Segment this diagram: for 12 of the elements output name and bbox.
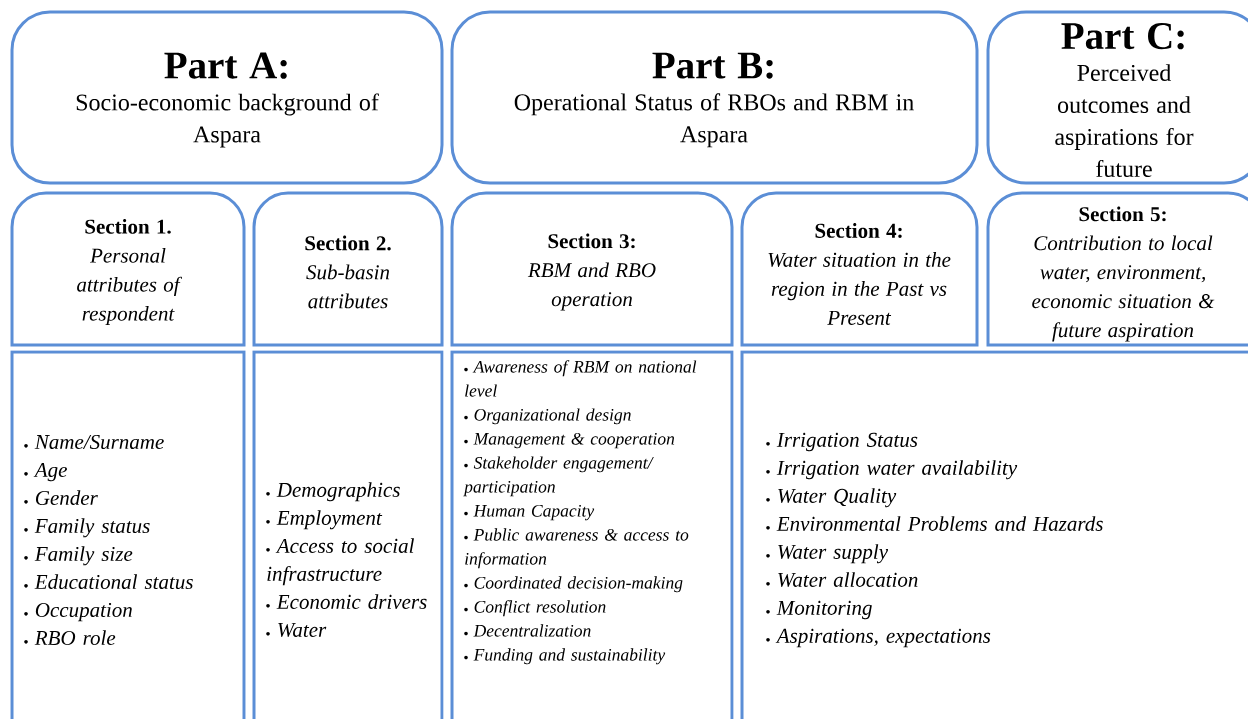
section-box: Section 2. Sub-basin attributes [252, 191, 444, 347]
list-box: Awareness of RBM on national level Organizational design Management & cooperation Stakeholder engagement/ participation Human Capacity Public awareness & access to information Coordinated decision-making Conflict resolution Decentralization Funding and sustainability [450, 350, 734, 719]
list-box: Demographics Employment Access to social infrastructure Economic drivers Water [252, 350, 444, 719]
part-box: Part B: Operational Status of RBOs and RBM in Aspara [450, 10, 979, 185]
section-box: Section 1. Personal attributes of respondent [10, 191, 246, 347]
list-box: Name/Surname Age Gender Family status Family size Educational status Occupation RBO role [10, 350, 246, 719]
list-box: Irrigation Status Irrigation water availability Water Quality Environmental Problems and Hazards Water supply Water allocation Monitoring Aspirations, expectations [740, 350, 1248, 719]
section-box: Section 3: RBM and RBO operation [450, 191, 734, 347]
part-box: Part A: Socio-economic background of Aspara [10, 10, 444, 185]
section-box: Section 5: Contribution to local water, environment, economic situation & future aspiration [986, 191, 1248, 347]
part-box: Part C: Perceived outcomes and aspirations for future [986, 10, 1248, 185]
section-box: Section 4: Water situation in the region in the Past vs Present [740, 191, 979, 347]
